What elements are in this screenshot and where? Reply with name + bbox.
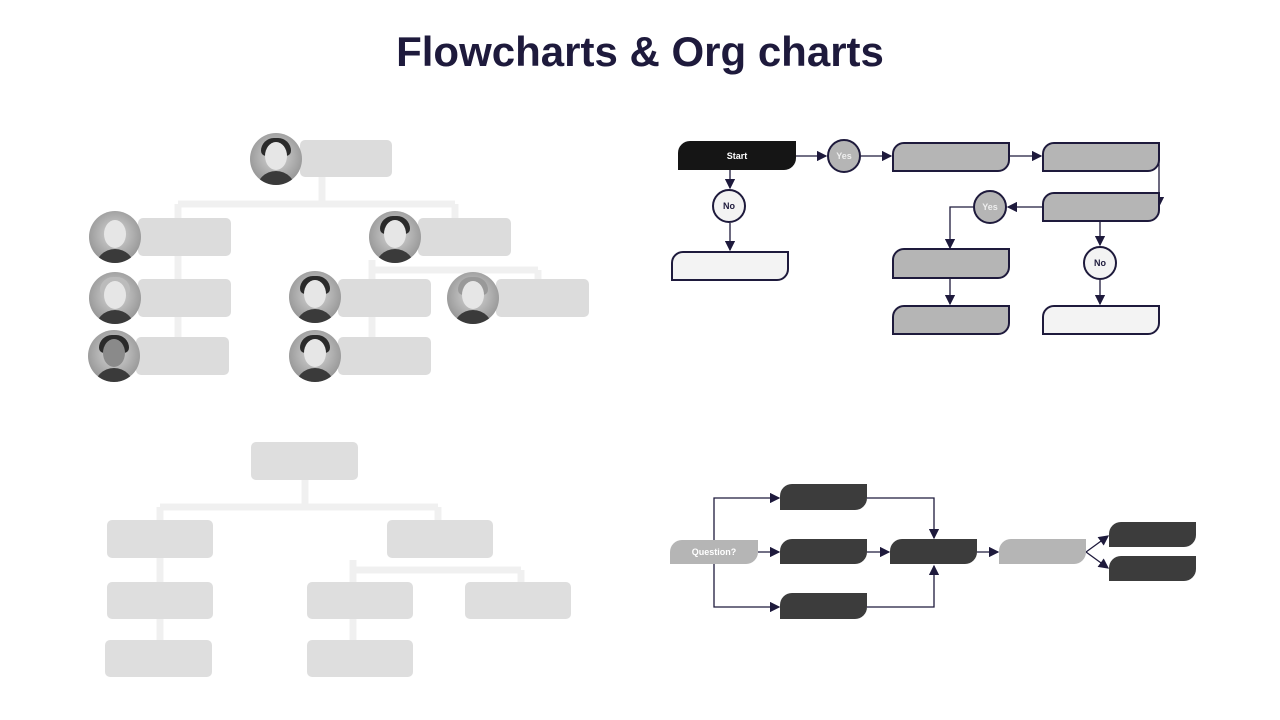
org-box[interactable] <box>107 520 213 558</box>
avatar <box>369 211 421 263</box>
process-node[interactable] <box>892 248 1010 279</box>
flowchart-bottom-lines <box>713 492 1110 613</box>
end-node[interactable] <box>671 251 789 281</box>
org-box[interactable] <box>136 337 229 375</box>
org-box[interactable] <box>105 640 212 677</box>
process-node[interactable] <box>1042 192 1160 222</box>
org-box[interactable] <box>496 279 589 317</box>
avatar <box>289 271 341 323</box>
yes-decision[interactable]: Yes <box>827 139 861 173</box>
avatar <box>89 211 141 263</box>
flowchart-top-lines <box>724 150 1165 306</box>
org-box-ceo[interactable] <box>300 140 392 177</box>
option-node[interactable] <box>780 593 867 619</box>
org-box[interactable] <box>138 218 231 256</box>
org-chart-1-lines <box>174 177 542 340</box>
process-node[interactable] <box>892 305 1010 335</box>
end-node[interactable] <box>1042 305 1160 335</box>
org-box[interactable] <box>107 582 213 619</box>
slide-title: Flowcharts & Org charts <box>396 28 884 75</box>
merge-node[interactable] <box>890 539 977 564</box>
avatar <box>88 330 140 382</box>
avatar <box>250 133 302 185</box>
org-box[interactable] <box>418 218 511 256</box>
org-chart-2-lines <box>156 480 525 645</box>
org-box[interactable] <box>465 582 571 619</box>
org-box[interactable] <box>307 640 413 677</box>
avatar <box>289 330 341 382</box>
outcome-node[interactable] <box>1109 556 1196 581</box>
avatar <box>447 272 499 324</box>
start-node[interactable]: Start <box>678 141 796 170</box>
process-node[interactable] <box>892 142 1010 172</box>
avatar <box>89 272 141 324</box>
yes-decision[interactable]: Yes <box>973 190 1007 224</box>
option-node[interactable] <box>780 484 867 510</box>
org-box[interactable] <box>338 279 431 317</box>
question-node[interactable]: Question? <box>670 540 758 564</box>
no-decision[interactable]: No <box>712 189 746 223</box>
org-box[interactable] <box>307 582 413 619</box>
no-decision[interactable]: No <box>1083 246 1117 280</box>
option-node[interactable] <box>780 539 867 564</box>
outcome-node[interactable] <box>1109 522 1196 547</box>
org-box[interactable] <box>387 520 493 558</box>
org-box[interactable] <box>338 337 431 375</box>
org-box[interactable] <box>138 279 231 317</box>
org-box-top[interactable] <box>251 442 358 480</box>
process-node[interactable] <box>1042 142 1160 172</box>
result-node[interactable] <box>999 539 1086 564</box>
